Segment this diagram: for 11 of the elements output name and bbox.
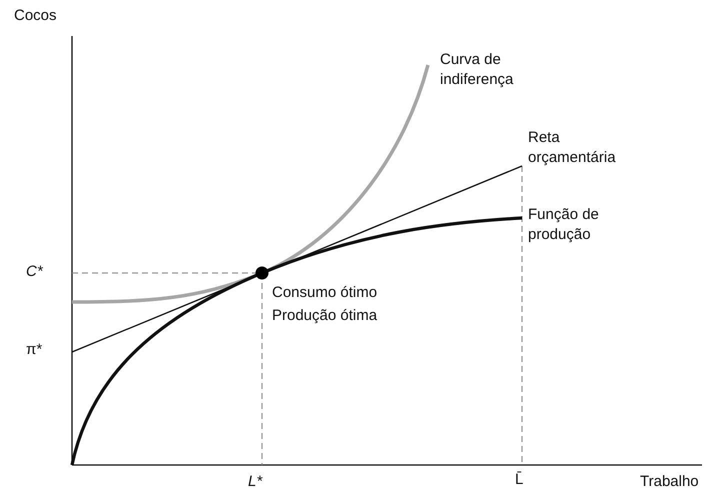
point-label: Consumo ótimo (272, 283, 378, 303)
axis-label: Cocos (14, 6, 57, 26)
tick-label: L̄ (515, 470, 524, 490)
curve-label: Curva de indiferença (440, 50, 514, 90)
curve-label: Reta orçamentária (528, 128, 617, 168)
tick-label: L* (248, 472, 262, 492)
curve-label: Função de produção (528, 205, 600, 245)
point-label: Produção ótima (272, 306, 378, 326)
axis-label: Trabalho (640, 472, 699, 492)
tick-label: C* (26, 262, 43, 282)
tick-label: π* (26, 340, 42, 360)
